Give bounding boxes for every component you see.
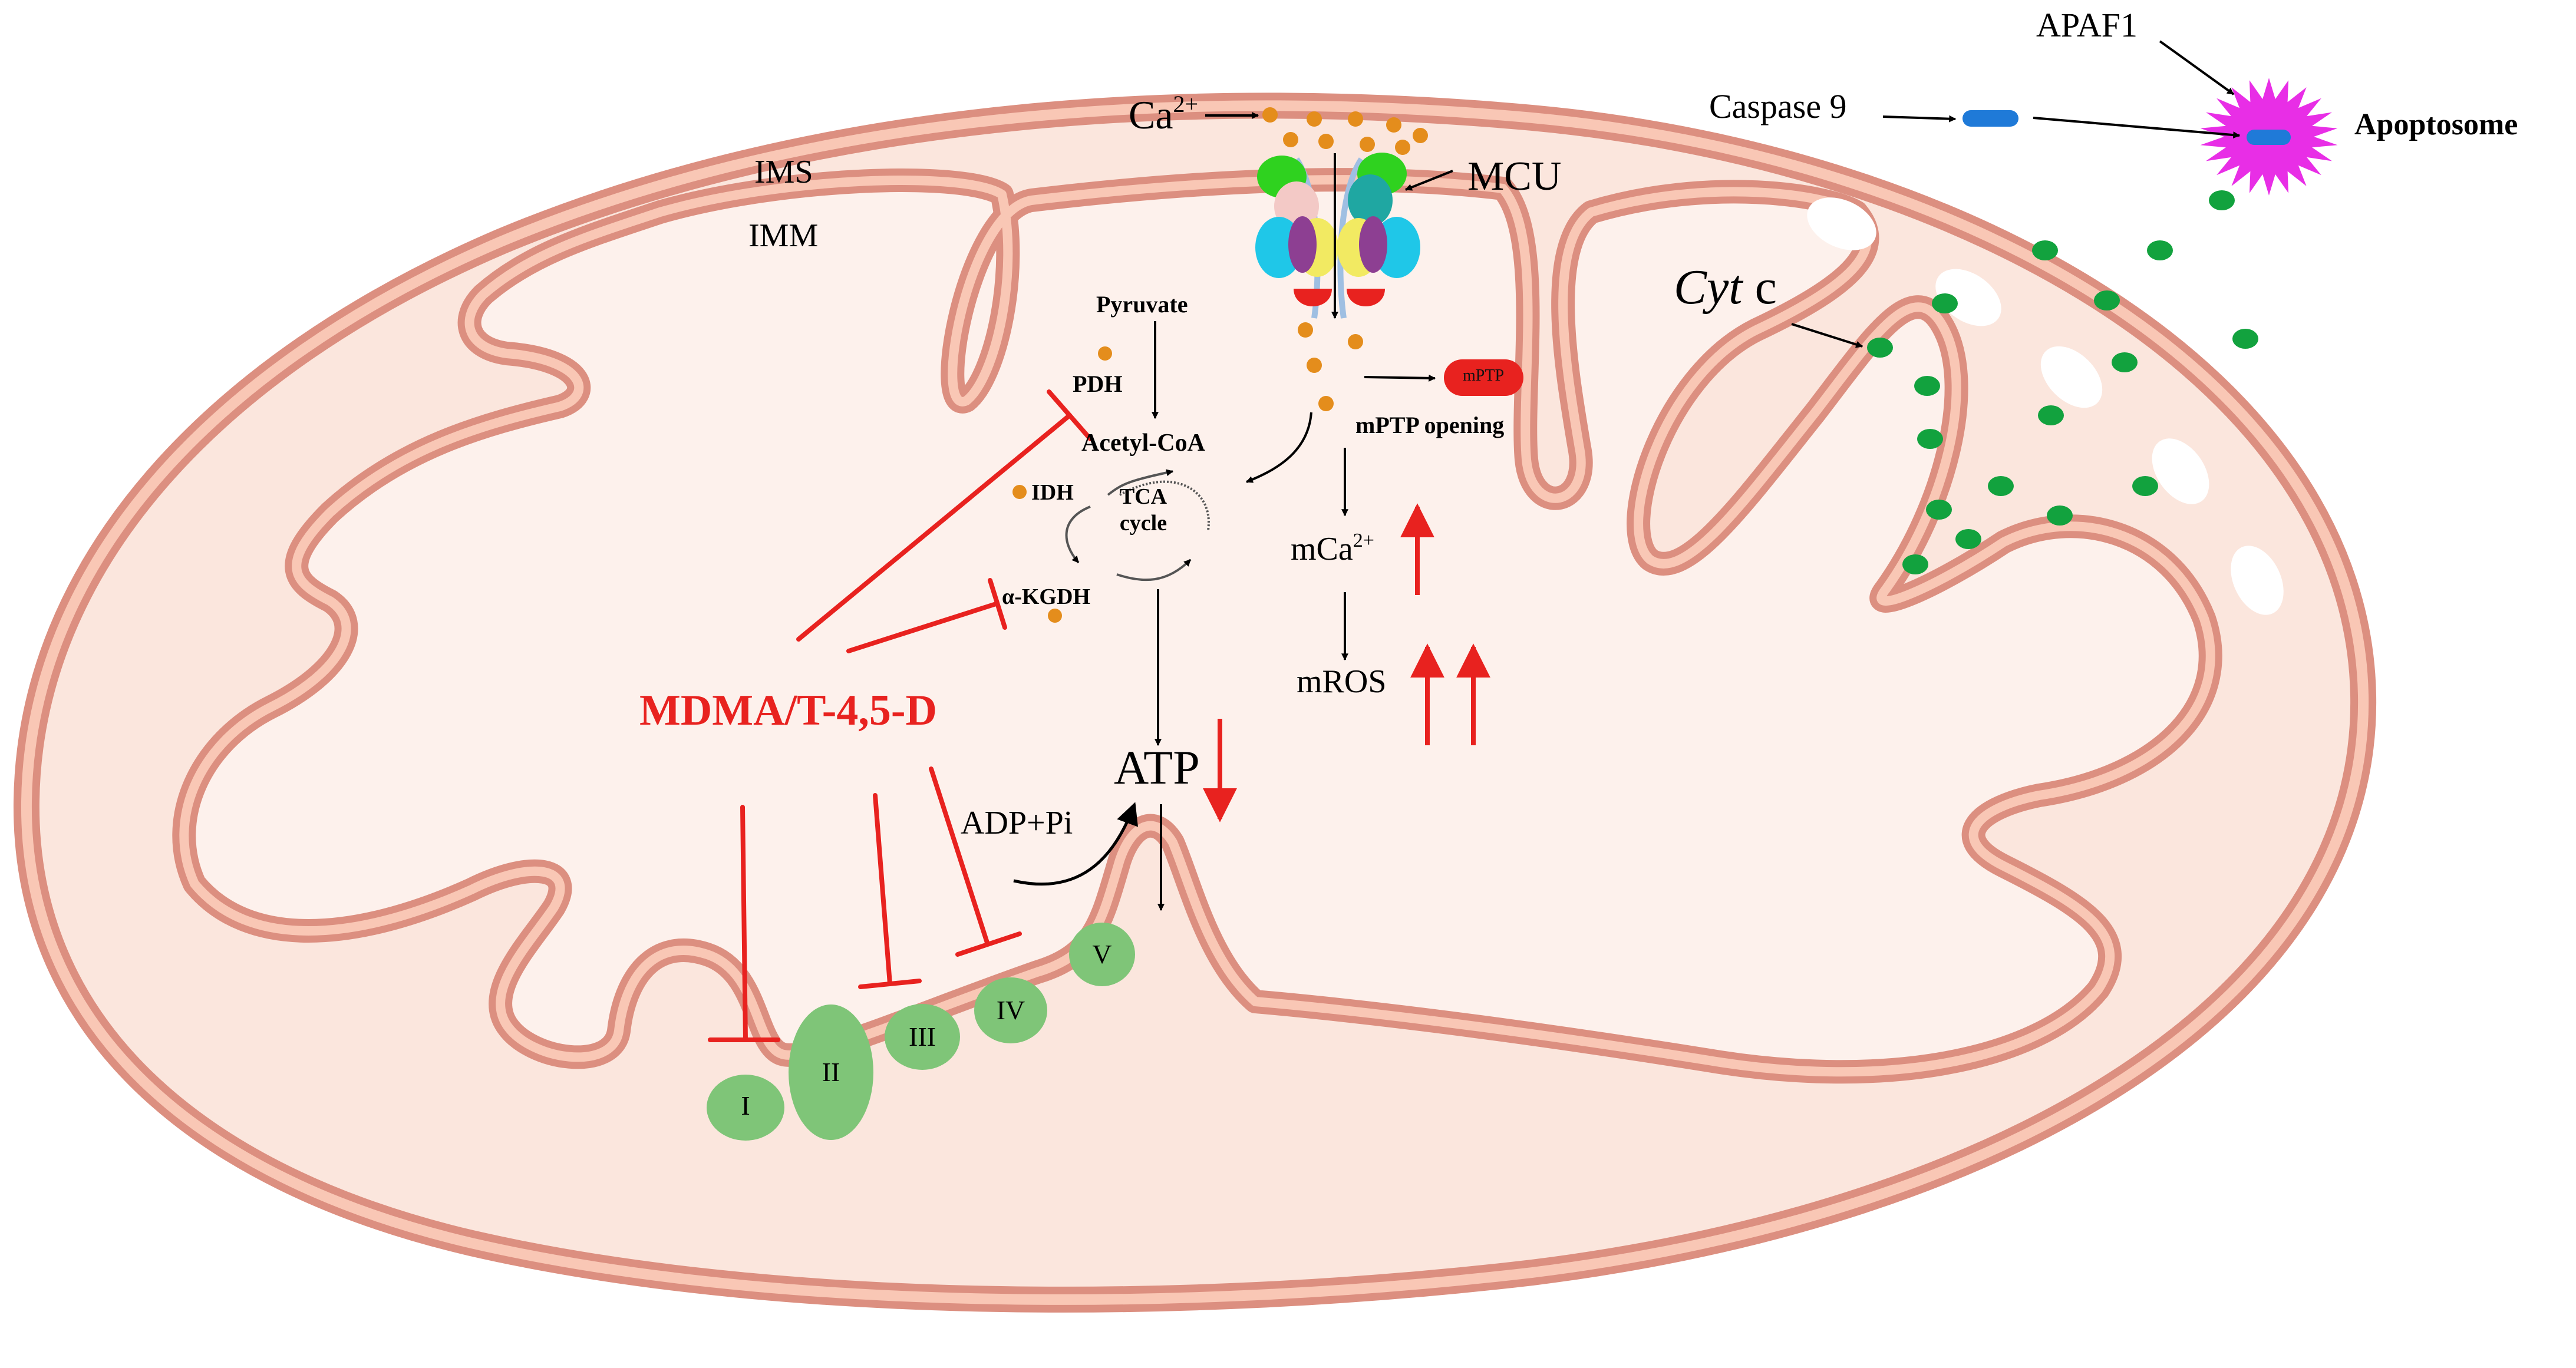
pyruvate-label: Pyruvate — [1096, 291, 1188, 318]
calcium-ions — [1012, 107, 1428, 623]
idh-label: IDH — [1031, 480, 1074, 505]
tca-label-line2: cycle — [1120, 511, 1167, 536]
complex-i: I — [707, 1075, 784, 1141]
mros-label: mROS — [1297, 663, 1387, 700]
ims-label: IMS — [754, 154, 813, 190]
caspase9-marker — [1962, 110, 2018, 127]
complex-v: V — [1069, 923, 1135, 986]
mca-label: mCa2+ — [1291, 530, 1374, 567]
apoptosome-star — [2200, 78, 2338, 196]
complex-i-label: I — [741, 1091, 750, 1121]
atp-label: ATP — [1114, 741, 1200, 794]
pdh-label: PDH — [1073, 371, 1122, 397]
pathway-arrows — [1152, 40, 2241, 911]
inner-membrane — [172, 168, 2222, 1084]
apaf1-label: APAF1 — [2036, 6, 2138, 44]
mptp-pore: mPTP — [1444, 359, 1523, 396]
adp-pi-label: ADP+Pi — [961, 805, 1073, 841]
complex-iii: III — [885, 1004, 960, 1070]
complex-ii-label: II — [822, 1057, 840, 1087]
complex-iv-label: IV — [997, 995, 1025, 1025]
inhibition-lines — [708, 389, 1093, 1042]
tca-cycle-arrows — [1065, 469, 1210, 581]
caspase9-label: Caspase 9 — [1709, 87, 1847, 125]
complex-v-label: V — [1092, 939, 1111, 969]
cytochrome-c-particles — [1867, 190, 2258, 574]
electron-transport-chain: I II III IV V — [707, 923, 1135, 1141]
akgdh-label: α-KGDH — [1002, 584, 1090, 609]
tca-label-line1: TCA — [1120, 484, 1167, 509]
text-labels: IMS IMM Ca2+ MCU APAF1 Caspase 9 Apoptos… — [639, 6, 2518, 841]
mcu-label: MCU — [1467, 154, 1561, 199]
imm-label: IMM — [748, 217, 818, 254]
adp-to-atp-arrow — [1013, 802, 1138, 886]
complex-ii: II — [789, 1004, 873, 1140]
apoptosome-label: Apoptosome — [2354, 108, 2518, 141]
drug-label: MDMA/T-4,5-D — [639, 686, 937, 735]
mptp-label: mPTP — [1463, 366, 1504, 385]
complex-iii-label: III — [909, 1022, 936, 1052]
mptp-opening-label: mPTP opening — [1355, 412, 1504, 438]
cytc-label: Cyt c — [1674, 260, 1777, 315]
level-change-arrows — [1203, 503, 1490, 822]
mcu-channel — [1255, 153, 1420, 319]
calcium-label: Ca2+ — [1129, 91, 1198, 137]
acetyl-coa-label: Acetyl-CoA — [1081, 429, 1206, 457]
complex-iv: IV — [974, 977, 1047, 1043]
